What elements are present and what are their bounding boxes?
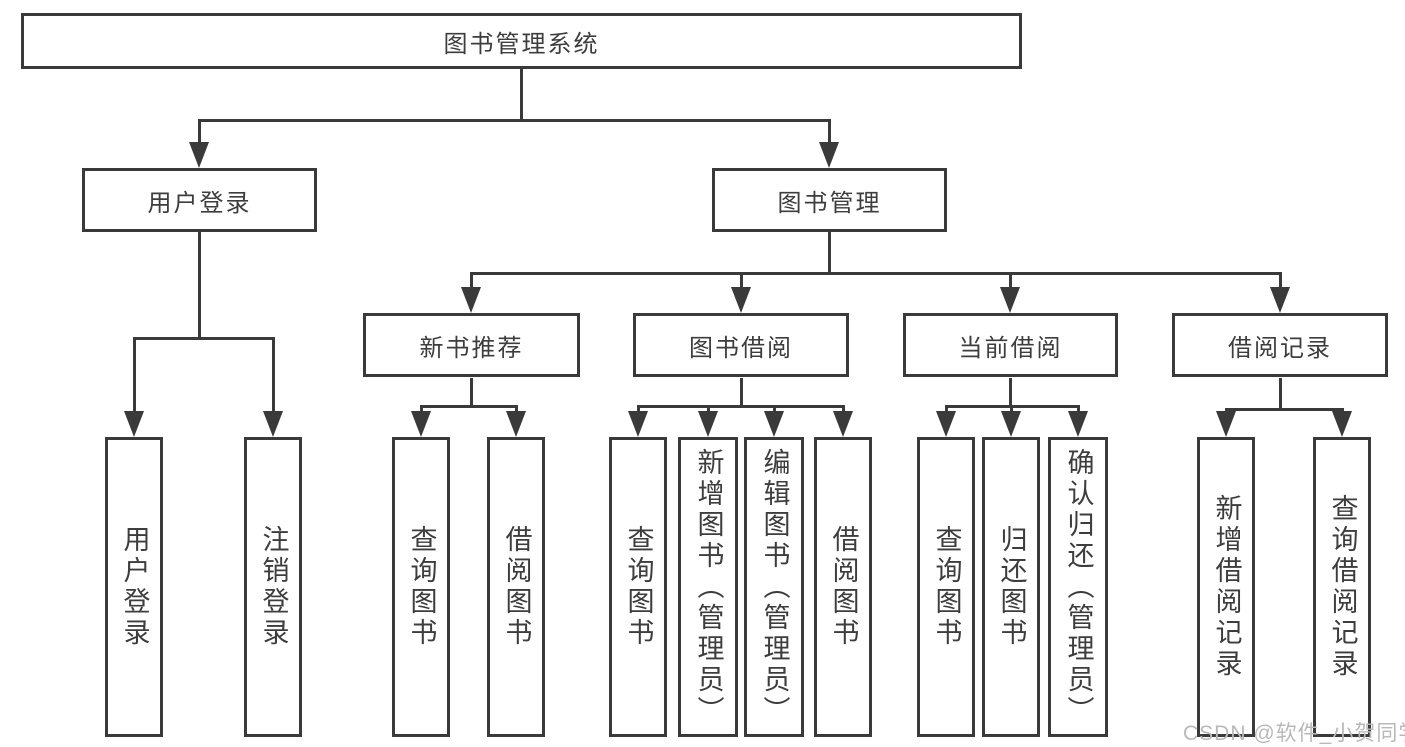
edge-level2-hline xyxy=(470,272,1282,275)
arrow-down-icon xyxy=(819,142,839,168)
edge-book-borrowing-stem xyxy=(740,378,743,408)
arrow-down-icon xyxy=(1000,287,1020,313)
arrow-down-icon xyxy=(628,411,648,437)
edge-shaft-borrowing-records xyxy=(1279,272,1282,292)
edge-level1-hline xyxy=(198,119,831,122)
edge-borrowing-records-hline xyxy=(1225,408,1344,411)
arrow-down-icon xyxy=(1332,411,1352,437)
arrow-down-icon xyxy=(833,411,853,437)
arrow-down-icon xyxy=(1001,411,1021,437)
node-ul-user-login: 用户登录 xyxy=(105,437,163,737)
edge-shaft-bb-add-books xyxy=(707,405,710,415)
edge-borrowing-records-stem xyxy=(1279,378,1282,411)
node-cb-return-books: 归还图书 xyxy=(982,437,1040,737)
node-current-borrowing: 当前借阅 xyxy=(903,313,1118,377)
edge-shaft-nbr-query-books xyxy=(420,405,423,415)
node-bb-add-books: 新增图书（管理员） xyxy=(678,437,738,737)
edge-new-book-recommend-stem xyxy=(470,378,473,408)
edge-shaft-cb-query-books xyxy=(945,405,948,415)
edge-current-borrowing-stem xyxy=(1009,378,1012,408)
node-borrowing-records: 借阅记录 xyxy=(1172,313,1388,377)
edge-shaft-bb-edit-books xyxy=(773,405,776,415)
edge-user-login-hline xyxy=(133,337,275,340)
arrow-down-icon xyxy=(1270,287,1290,313)
edge-book-borrowing-hline xyxy=(637,405,845,408)
arrow-down-icon xyxy=(189,142,209,168)
node-root: 图书管理系统 xyxy=(21,13,1022,69)
edge-shaft-new-book-recommend xyxy=(470,272,473,292)
node-cb-query-books: 查询图书 xyxy=(917,437,975,737)
arrow-down-icon xyxy=(1068,411,1088,437)
edge-shaft-bb-query-books xyxy=(637,405,640,415)
edge-book-management-stem xyxy=(828,232,831,275)
edge-shaft-book-management xyxy=(828,119,831,147)
edge-new-book-recommend-hline xyxy=(420,405,518,408)
node-br-query-record: 查询借阅记录 xyxy=(1313,437,1371,737)
arrow-down-icon xyxy=(936,411,956,437)
node-br-add-record: 新增借阅记录 xyxy=(1197,437,1255,737)
node-cb-confirm-return: 确认归还（管理员） xyxy=(1048,437,1108,737)
arrow-down-icon xyxy=(461,287,481,313)
edge-shaft-bb-borrow-books xyxy=(842,405,845,415)
node-book-borrowing: 图书借阅 xyxy=(633,313,849,377)
node-book-management: 图书管理 xyxy=(712,168,947,232)
edge-shaft-ul-logout xyxy=(272,337,275,416)
arrow-down-icon xyxy=(506,411,526,437)
node-bb-edit-books: 编辑图书（管理员） xyxy=(744,437,804,737)
edge-shaft-book-borrowing xyxy=(740,272,743,292)
node-bb-borrow-books: 借阅图书 xyxy=(814,437,872,737)
edge-user-login-stem xyxy=(198,232,201,340)
arrow-down-icon xyxy=(731,287,751,313)
node-new-book-recommend: 新书推荐 xyxy=(363,313,580,377)
edge-shaft-nbr-borrow-books xyxy=(515,405,518,415)
edge-shaft-current-borrowing xyxy=(1009,272,1012,292)
node-ul-logout: 注销登录 xyxy=(244,437,302,737)
arrow-down-icon xyxy=(1216,411,1236,437)
edge-shaft-cb-confirm-return xyxy=(1077,405,1080,415)
edge-root-stem xyxy=(520,69,523,122)
arrow-down-icon xyxy=(764,411,784,437)
edge-shaft-cb-return-books xyxy=(1010,405,1013,415)
arrow-down-icon xyxy=(263,411,283,437)
edge-shaft-user-login xyxy=(198,119,201,147)
edge-shaft-ul-user-login xyxy=(133,337,136,416)
csdn-watermark: CSDN @软件_小贺同学 xyxy=(1183,722,1405,745)
node-nbr-borrow-books: 借阅图书 xyxy=(487,437,545,737)
arrow-down-icon xyxy=(698,411,718,437)
arrow-down-icon xyxy=(411,411,431,437)
arrow-down-icon xyxy=(124,411,144,437)
node-user-login: 用户登录 xyxy=(82,168,317,232)
node-nbr-query-books: 查询图书 xyxy=(392,437,450,737)
node-bb-query-books: 查询图书 xyxy=(609,437,667,737)
